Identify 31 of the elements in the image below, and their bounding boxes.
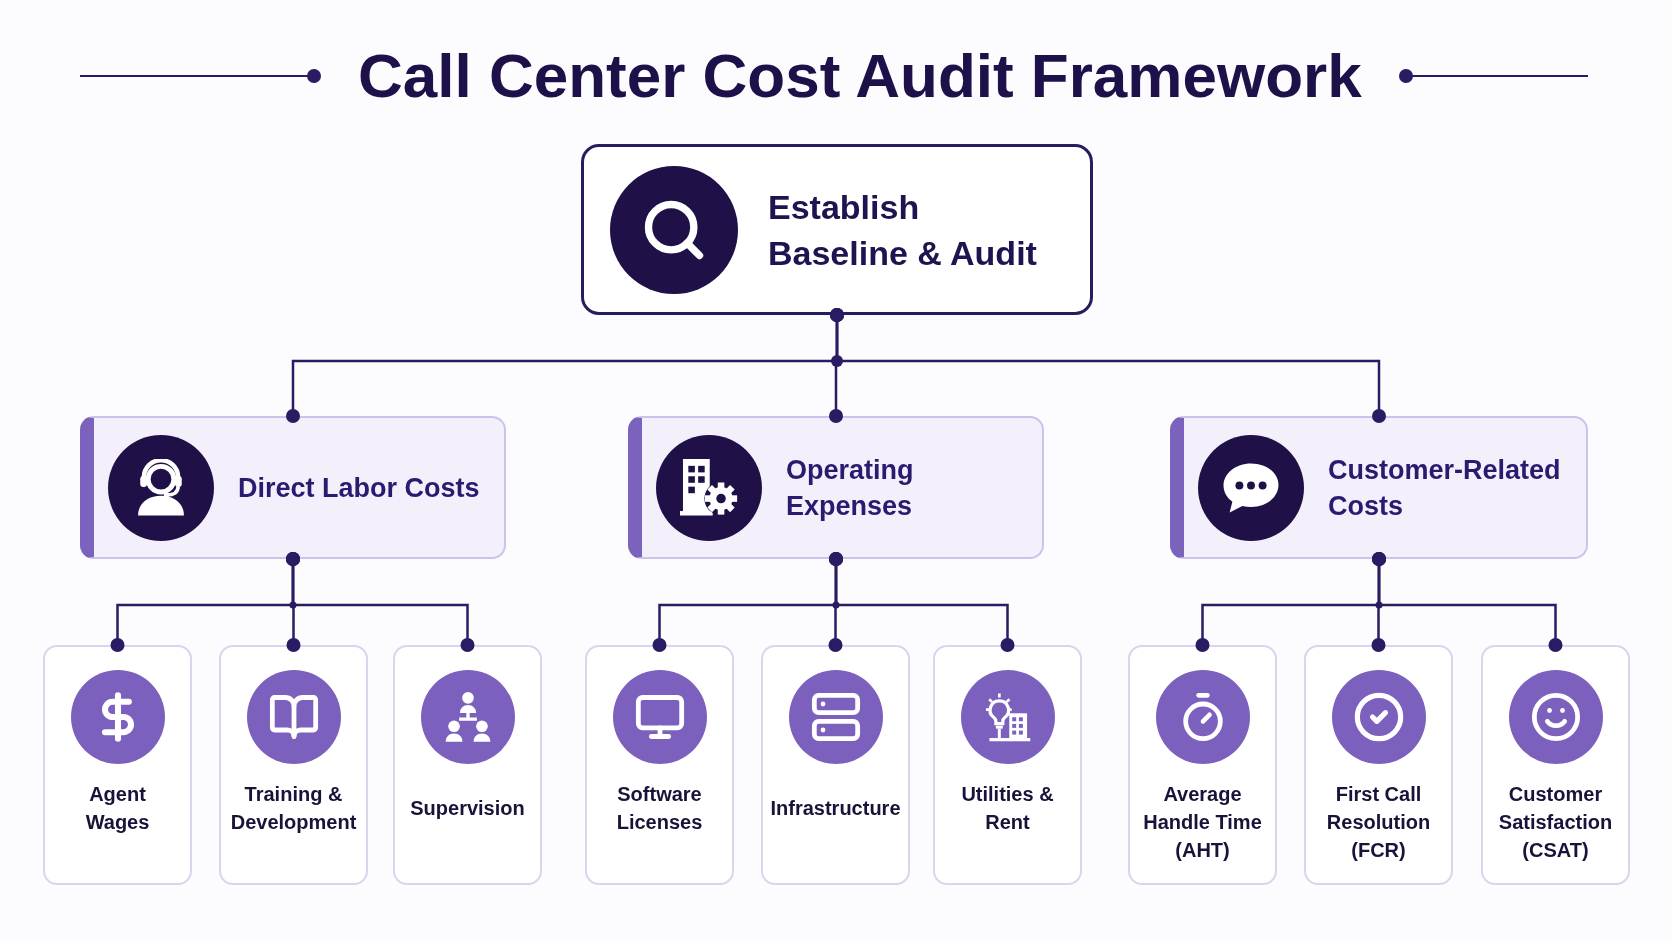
connector xyxy=(286,552,475,652)
item-card xyxy=(933,645,1082,885)
category-title: Customer-Related Costs xyxy=(1328,453,1562,523)
item-card xyxy=(393,645,542,885)
category-box xyxy=(80,416,506,559)
process-box xyxy=(581,144,1093,315)
category-title: Direct Labor Costs xyxy=(238,471,481,505)
item-card xyxy=(585,645,734,885)
category-box xyxy=(628,416,1044,559)
item-label: Utilities & Rent xyxy=(960,782,1055,835)
category-box xyxy=(1170,416,1588,559)
item-label: Agent Wages xyxy=(84,782,151,835)
item-label: Software Licenses xyxy=(615,782,704,835)
item-label: Customer Satisfaction (CSAT) xyxy=(1497,782,1614,863)
connector xyxy=(1372,552,1563,652)
item-card xyxy=(761,645,910,885)
item-card xyxy=(219,645,368,885)
item-label: Training & Development xyxy=(229,782,358,835)
item-card xyxy=(1128,645,1277,885)
connector xyxy=(830,308,1386,423)
diagram-title: Call Center Cost Audit Framework xyxy=(358,40,1362,112)
item-card xyxy=(43,645,192,885)
item-label: Supervision xyxy=(409,796,526,821)
item-label: Average Handle Time (AHT) xyxy=(1142,782,1263,863)
node-title: Establish Baseline & Audit xyxy=(768,186,1038,274)
item-card xyxy=(1304,645,1453,885)
item-card xyxy=(1481,645,1630,885)
item-label: First Call Resolution (FCR) xyxy=(1325,782,1432,863)
category-title: Operating Expenses xyxy=(786,453,915,523)
item-label: Infrastructure xyxy=(769,796,902,821)
connector xyxy=(829,552,1015,652)
